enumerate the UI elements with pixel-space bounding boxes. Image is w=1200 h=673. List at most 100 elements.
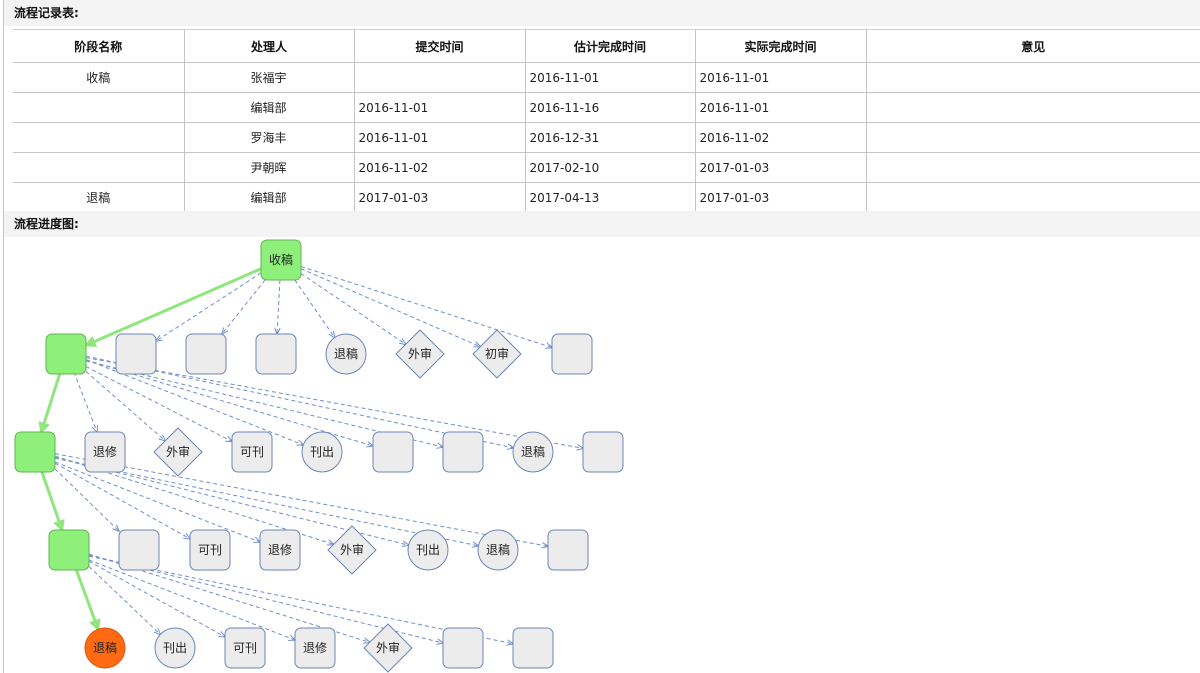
header-actual: 实际完成时间 (694, 29, 867, 63)
node-path[interactable]: 退稿 (84, 627, 126, 669)
node-option[interactable]: 可刊 (231, 431, 273, 473)
node-label: 退稿 (521, 444, 545, 459)
node-option[interactable]: 可刊 (224, 627, 266, 669)
node-label: 退稿 (93, 640, 117, 655)
cell-submitted: 2016-11-01 (353, 122, 526, 153)
transition-edge (85, 357, 583, 449)
transition-edge (88, 560, 225, 637)
table-row: 退稿 编辑部 2017-01-03 2017-04-13 2017-01-03 (13, 182, 1200, 213)
transition-edge (85, 355, 513, 448)
node-option[interactable] (512, 627, 554, 669)
node-path[interactable] (45, 333, 87, 375)
node-option[interactable] (547, 529, 589, 571)
node-option[interactable] (582, 431, 624, 473)
node-label: 收稿 (269, 252, 293, 267)
node-option[interactable]: 退修 (294, 627, 336, 669)
node-option[interactable] (442, 627, 484, 669)
transition-edge (85, 371, 165, 441)
cell-estimated: 2017-04-13 (524, 182, 696, 213)
node-option[interactable] (115, 333, 157, 375)
node-label: 退修 (93, 444, 117, 459)
cell-comment (865, 122, 1200, 153)
node-label: 外审 (376, 640, 400, 655)
node-path[interactable] (48, 529, 90, 571)
node-option[interactable]: 刊出 (407, 529, 449, 571)
node-label: 可刊 (198, 543, 222, 557)
cell-actual: 2016-11-01 (694, 92, 867, 123)
node-label: 退稿 (486, 542, 510, 557)
node-label: 刊出 (310, 445, 334, 459)
node-option[interactable] (372, 431, 414, 473)
node-option[interactable]: 退修 (259, 529, 301, 571)
cell-submitted: 2016-11-01 (353, 92, 526, 123)
cell-submitted: 2016-11-02 (353, 152, 526, 183)
progress-edge (38, 373, 62, 435)
transition-edge (54, 457, 478, 546)
cell-comment (865, 182, 1200, 213)
cell-estimated: 2016-11-01 (524, 62, 696, 93)
node-label: 退稿 (334, 346, 358, 361)
transition-edge (300, 268, 480, 347)
cell-submitted: 2017-01-03 (353, 182, 526, 213)
node-option[interactable]: 外审 (327, 525, 377, 575)
progress-edge (40, 471, 65, 533)
cell-handler: 编辑部 (183, 182, 355, 213)
progress-edge (74, 569, 101, 632)
node-label: 可刊 (233, 641, 257, 655)
cell-stage: 退稿 (13, 182, 185, 213)
transition-edge (54, 461, 260, 542)
cell-actual: 2016-11-01 (694, 62, 867, 93)
node-option[interactable]: 可刊 (189, 529, 231, 571)
flow-diagram-title: 流程进度图: (4, 211, 1200, 237)
node-option[interactable] (118, 529, 160, 571)
node-option[interactable] (442, 431, 484, 473)
transition-edge (294, 279, 335, 338)
transition-edge (73, 371, 97, 432)
transition-edge (54, 468, 119, 531)
header-stage: 阶段名称 (13, 29, 185, 63)
record-table-title: 流程记录表: (4, 0, 1200, 26)
node-option[interactable]: 外审 (395, 329, 445, 379)
table-row: 收稿 张福宇 2016-11-01 2016-11-01 (13, 62, 1200, 93)
node-option[interactable]: 刊出 (301, 431, 343, 473)
node-option[interactable]: 初审 (472, 329, 522, 379)
cell-handler: 罗海丰 (183, 122, 355, 153)
node-label: 外审 (166, 444, 190, 459)
cell-estimated: 2016-11-16 (524, 92, 696, 123)
transition-edge (85, 360, 443, 447)
node-label: 刊出 (163, 641, 187, 655)
node-option[interactable] (255, 333, 297, 375)
cell-estimated: 2016-12-31 (524, 122, 696, 153)
node-option[interactable]: 退修 (84, 431, 126, 473)
node-layer: 收稿退稿外审初审退修外审可刊刊出退稿可刊退修外审刊出退稿刊出可刊退修外审退稿 (14, 239, 624, 673)
node-option[interactable]: 退稿 (325, 333, 367, 375)
cell-stage (13, 152, 185, 183)
node-path[interactable] (14, 431, 56, 473)
node-option[interactable] (551, 333, 593, 375)
node-option[interactable]: 刊出 (154, 627, 196, 669)
node-option[interactable]: 外审 (153, 427, 203, 477)
table-header-row: 阶段名称 处理人 提交时间 估计完成时间 实际完成时间 意见 (13, 29, 1200, 63)
node-label: 外审 (408, 346, 432, 361)
node-label: 退修 (303, 640, 327, 655)
cell-submitted (353, 62, 526, 93)
node-option[interactable]: 退稿 (512, 431, 554, 473)
flow-diagram: 收稿退稿外审初审退修外审可刊刊出退稿可刊退修外审刊出退稿刊出可刊退修外审退稿 (14, 239, 624, 673)
node-option[interactable]: 外审 (363, 623, 413, 673)
cell-handler: 编辑部 (183, 92, 355, 123)
cell-actual: 2016-11-02 (694, 122, 867, 153)
transition-edge (277, 279, 280, 334)
transition-edge (88, 555, 513, 644)
transition-edge (85, 366, 232, 442)
cell-comment (865, 62, 1200, 93)
node-option[interactable] (185, 333, 227, 375)
header-comment: 意见 (865, 29, 1200, 63)
table-row: 罗海丰 2016-11-01 2016-12-31 2016-11-02 (13, 122, 1200, 153)
node-root[interactable]: 收稿 (260, 239, 302, 281)
node-option[interactable]: 退稿 (477, 529, 519, 571)
transition-edge (54, 462, 190, 539)
cell-stage: 收稿 (13, 62, 185, 93)
transition-edge (88, 559, 295, 640)
header-submitted: 提交时间 (353, 29, 526, 63)
table-row: 尹朝晖 2016-11-02 2017-02-10 2017-01-03 (13, 152, 1200, 183)
